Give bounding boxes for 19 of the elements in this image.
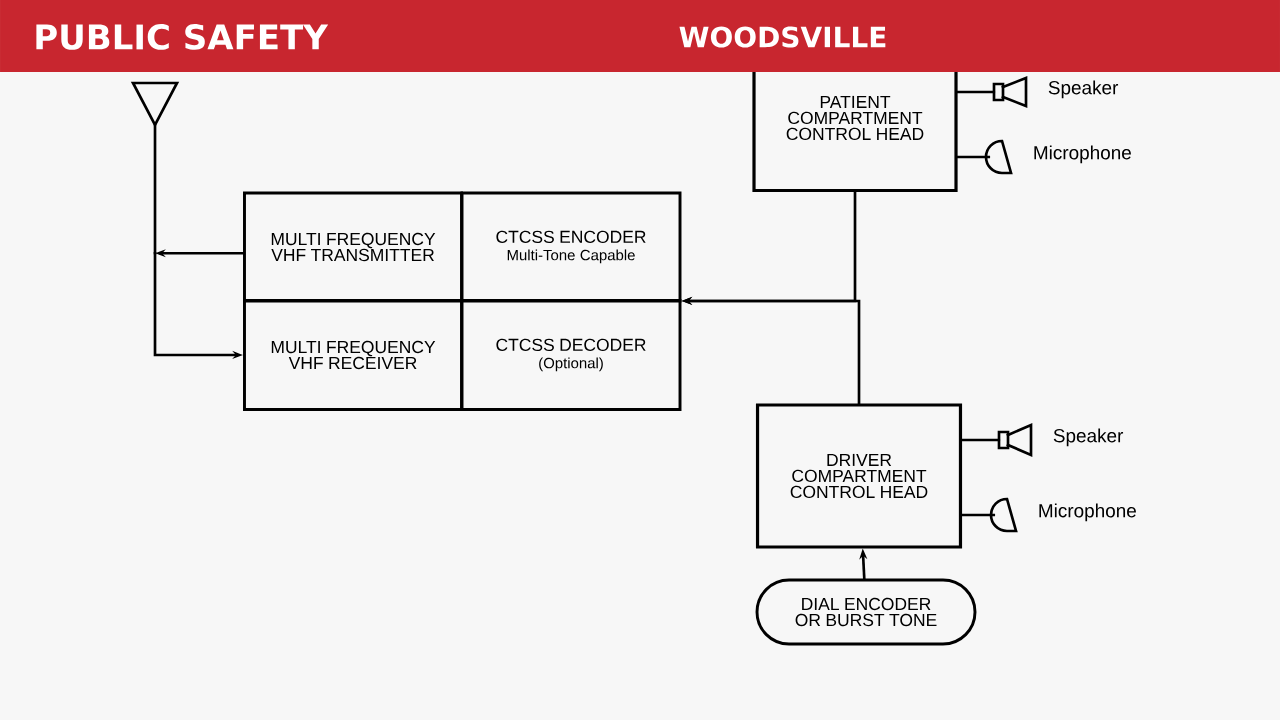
symbol-label: Microphone (1039, 503, 1136, 522)
microphone-symbol (984, 139, 1013, 175)
block-cell: MULTI FREQUENCY VHF RECEIVER (243, 299, 463, 411)
connector-line (960, 513, 996, 517)
microphone-symbol (989, 497, 1018, 533)
connector-line (960, 438, 1001, 442)
rounded-box: DIAL ENCODER OR BURST TONE (755, 578, 977, 646)
banner-heading: PUBLIC SAFETY (36, 24, 329, 50)
speaker-symbol (992, 76, 1028, 108)
connector-line (956, 155, 991, 159)
block-cell: CTCSS DECODER (Optional) (460, 299, 682, 411)
connector-line (956, 90, 996, 94)
symbol-label: Speaker (1053, 428, 1124, 447)
symbol-label: Speaker (1048, 80, 1119, 99)
block-cell: MULTI FREQUENCY VHF TRANSMITTER (243, 191, 463, 303)
control-head-box: DRIVER COMPARTMENT CONTROL HEAD (755, 403, 963, 549)
speaker-symbol (997, 422, 1033, 457)
block-cell: CTCSS ENCODER Multi-Tone Capable (460, 191, 682, 303)
symbol-label: Microphone (1034, 145, 1131, 164)
